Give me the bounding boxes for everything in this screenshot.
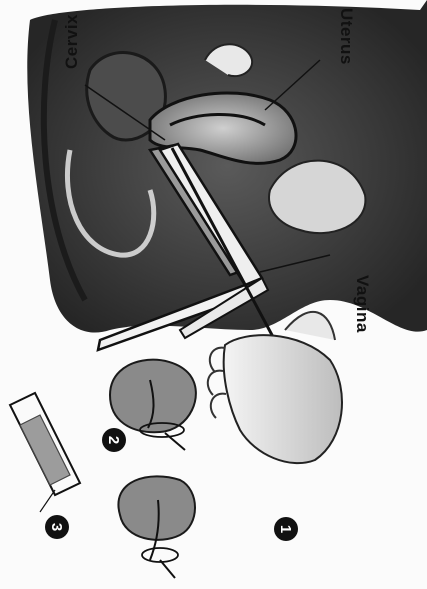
uterus-label: Uterus [336,8,356,65]
vagina-label: Vagina [352,275,372,333]
step-marker-3: 3 [45,515,69,539]
cervix-label: Cervix [62,14,82,69]
hand [208,312,342,463]
step-marker-2: 2 [102,428,126,452]
cervix-detail-1 [118,476,195,578]
glass-slide [10,393,80,512]
step-marker-1: 1 [274,517,298,541]
